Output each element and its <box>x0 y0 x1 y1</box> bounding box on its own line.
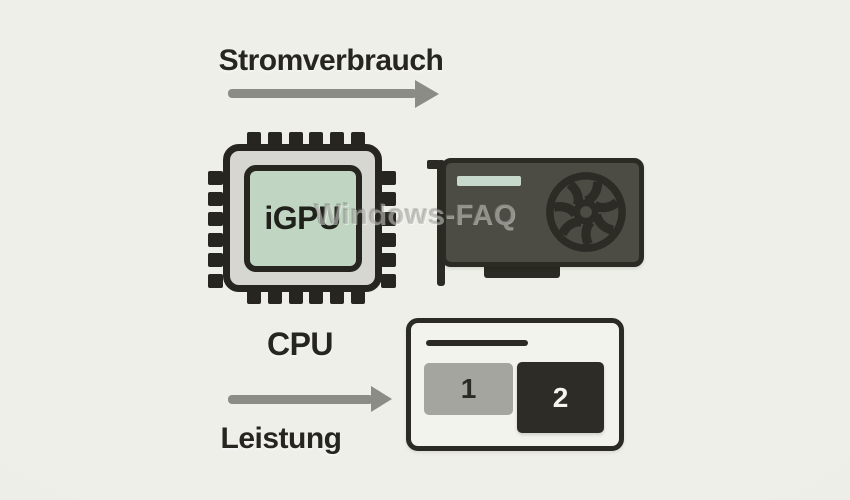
performance-label: Leistung <box>220 422 343 455</box>
power-consumption-label: Stromverbrauch <box>218 44 444 77</box>
comparison-item-1: 1 <box>424 363 513 415</box>
comparison-item-2-label: 2 <box>552 381 569 413</box>
cpu-pins-right <box>381 171 396 288</box>
power-arrow-head <box>415 80 439 108</box>
cpu-pins-left <box>208 171 223 288</box>
cpu-caption: CPU <box>266 326 334 362</box>
cpu-pins-bottom <box>247 290 365 304</box>
gpu-memory-strip <box>457 176 521 186</box>
comparison-item-2: 2 <box>517 362 604 433</box>
gpu-bracket-tab <box>427 160 440 169</box>
comparison-item-1-label: 1 <box>460 373 477 404</box>
cpu-chip-body: iGPU <box>223 144 382 292</box>
performance-arrow-head <box>371 386 392 412</box>
watermark: Windows-FAQ <box>314 199 516 231</box>
gpu-body <box>441 158 644 267</box>
igpu-label: iGPU <box>264 199 341 236</box>
power-arrow-shaft <box>228 89 417 98</box>
panel-title-bar <box>426 340 528 346</box>
igpu-die: iGPU <box>243 164 362 272</box>
performance-arrow-shaft <box>228 395 373 404</box>
cpu-pins-top <box>247 132 365 146</box>
display-comparison-panel: 1 2 <box>406 318 624 451</box>
gpu-fan-icon <box>546 172 626 252</box>
